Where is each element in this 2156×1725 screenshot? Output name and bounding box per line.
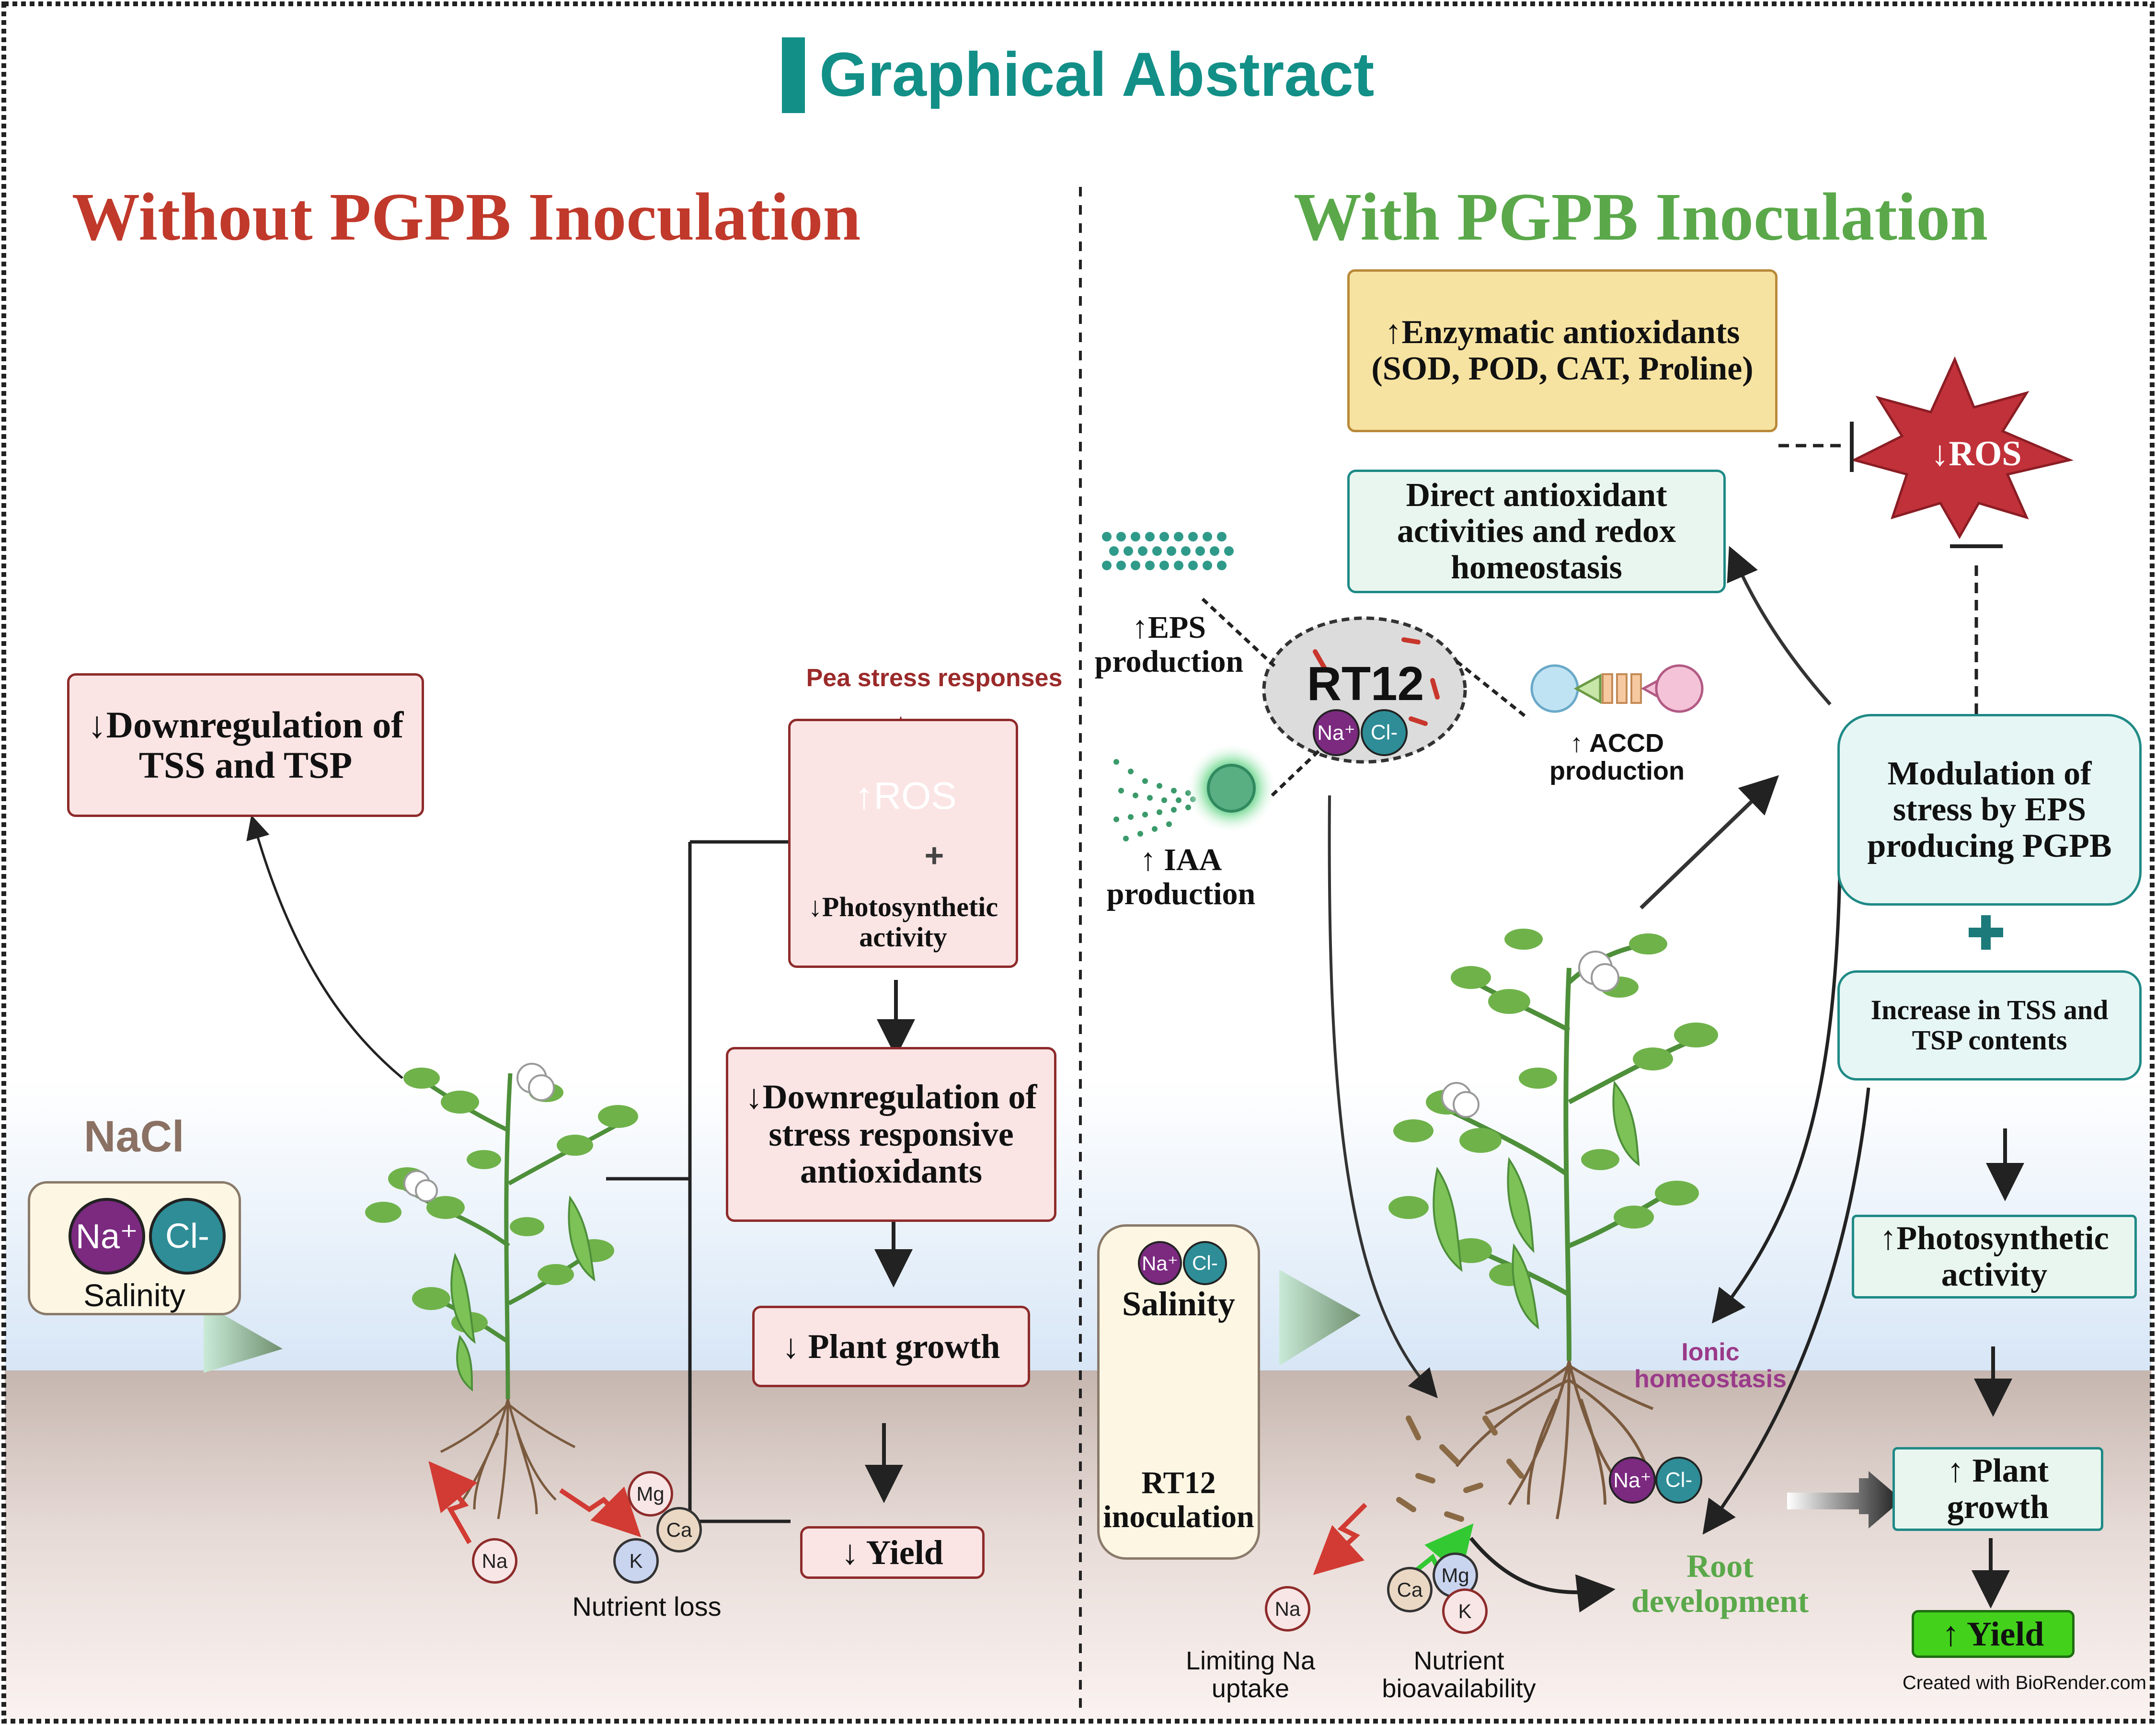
salinity-label-right: Salinity (1122, 1285, 1236, 1323)
right-heading: With PGPB Inoculation (1294, 179, 1988, 254)
na-ion-left-soil: Na (472, 1538, 517, 1584)
root-development-label: Root development (1631, 1547, 1809, 1619)
plus-sign-left: + (924, 837, 944, 874)
yield-box-left: ↓ Yield (800, 1526, 985, 1579)
left-heading: Without PGPB Inoculation (72, 179, 861, 254)
ros-label-left: ↑ROS (854, 774, 957, 817)
cl-ion-root: Cl- (1655, 1457, 1702, 1504)
k-ion-right: K (1442, 1588, 1488, 1634)
rt12-label: RT12 (1307, 657, 1424, 711)
limiting-na-label: Limiting Na uptake (1185, 1646, 1316, 1703)
eps-production-label: ↑EPS production (1094, 610, 1244, 679)
nutrient-loss-label: Nutrient loss (572, 1591, 722, 1622)
cl-ion-rt12: Cl- (1361, 709, 1408, 756)
stress-response-box: ↑ROS + ↓Photosynthetic activity (788, 719, 1018, 968)
na-ion-root: Na⁺ (1609, 1457, 1656, 1504)
cl-ion: Cl- (149, 1198, 226, 1275)
pea-stress-label: Pea stress responses (806, 664, 1063, 692)
rt12-inoculation-box: Na⁺ Cl- Salinity RT12 inoculation (1097, 1224, 1260, 1560)
rt12-inoculation-label: RT12 inoculation (1103, 1465, 1254, 1534)
mg-ion-right: Mg (1433, 1552, 1478, 1598)
plant-growth-box-right: ↑ Plant growth (1892, 1447, 2103, 1531)
direct-antioxidant-box: Direct antioxidant activities and redox … (1347, 470, 1726, 593)
accd-production-label: ↑ ACCD production (1549, 728, 1685, 785)
photosynthetic-right-box: ↑Photosynthetic activity (1852, 1215, 2137, 1299)
yield-box-right: ↑ Yield (1912, 1610, 2075, 1658)
photosynthetic-left: ↓Photosynthetic activity (808, 891, 998, 953)
nacl-label: NaCl (84, 1112, 184, 1161)
biorender-credit: Created with BioRender.com (1902, 1672, 2146, 1693)
page-title: Graphical Abstract (819, 39, 1375, 109)
downregulation-antioxidants-box: ↓Downregulation of stress responsive ant… (726, 1047, 1056, 1222)
k-ion-left: K (613, 1538, 659, 1584)
downregulation-tss-tsp-box: ↓Downregulation of TSS and TSP (67, 673, 424, 817)
plant-growth-box-left: ↓ Plant growth (752, 1306, 1030, 1387)
ca-ion-left: Ca (656, 1507, 702, 1552)
na-ion-rt12: Na⁺ (1313, 709, 1360, 756)
na-ion-salinity-right: Na⁺ (1138, 1241, 1182, 1285)
na-ion-right-soil: Na (1265, 1586, 1310, 1632)
iaa-production-label: ↑ IAA production (1106, 842, 1256, 911)
salinity-label: Salinity (83, 1277, 185, 1313)
downregulation-tss-tsp-text: ↓Downregulation of TSS and TSP (87, 703, 404, 786)
increase-tss-tsp-box: Increase in TSS and TSP contents (1837, 970, 2142, 1081)
ionic-homeostasis-label: Ionic homeostasis (1634, 1338, 1787, 1393)
cl-ion-salinity-right: Cl- (1183, 1241, 1227, 1285)
salinity-box: Na⁺ Cl- Salinity (28, 1181, 241, 1315)
na-ion: Na⁺ (69, 1198, 145, 1275)
enzymatic-antioxidants-box: ↑Enzymatic antioxidants (SOD, POD, CAT, … (1347, 269, 1778, 432)
modulation-box: Modulation of stress by EPS producing PG… (1837, 714, 2142, 906)
nutrient-bioavailability-label: Nutrient bioavailability (1382, 1646, 1536, 1703)
ros-label-right: ↓ROS (1931, 434, 2022, 473)
ca-ion-right: Ca (1387, 1567, 1433, 1612)
mg-ion-left: Mg (628, 1471, 673, 1517)
